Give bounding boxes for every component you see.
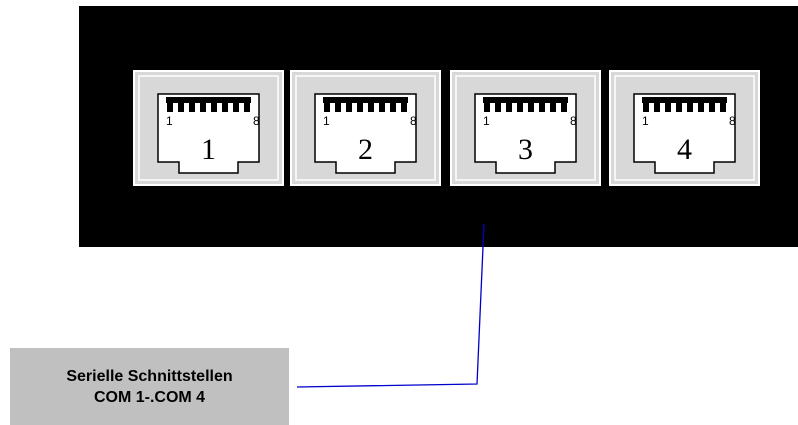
jack-socket — [474, 93, 577, 174]
contact-pin — [346, 103, 352, 112]
port-number: 2 — [358, 133, 373, 166]
contact-pin — [390, 103, 396, 112]
callout-label-box: Serielle Schnittstellen COM 1-.COM 4 — [10, 348, 289, 425]
port-outer-frame — [133, 70, 284, 186]
contact-pin — [222, 103, 228, 112]
contact-pin — [324, 103, 330, 112]
pin-label-first: 1 — [642, 114, 649, 128]
contact-pin — [676, 103, 682, 112]
contact-pin — [665, 103, 671, 112]
contact-pin — [189, 103, 195, 112]
rj45-port-outline — [133, 70, 284, 186]
rj45-port-outline — [450, 70, 601, 186]
port-number: 3 — [518, 133, 533, 166]
callout-label-line-1: Serielle Schnittstellen — [66, 367, 233, 385]
contact-pin — [720, 103, 726, 112]
contact-pin — [357, 103, 363, 112]
jack-socket — [314, 93, 417, 174]
jack-socket — [633, 93, 736, 174]
rj45-port-1: 1 8 1 — [133, 70, 284, 186]
contact-pin — [550, 103, 556, 112]
contact-pin — [528, 103, 534, 112]
port-number: 4 — [677, 133, 692, 166]
contact-pin — [539, 103, 545, 112]
port-inner-frame — [614, 75, 755, 181]
rj45-port-outline — [290, 70, 441, 186]
jack-socket — [157, 93, 260, 174]
pin-label-last: 8 — [729, 114, 736, 128]
contact-bar — [642, 97, 727, 103]
contact-pin — [379, 103, 385, 112]
contact-pin — [335, 103, 341, 112]
contact-pin — [368, 103, 374, 112]
port-inner-frame — [295, 75, 436, 181]
contact-pin — [561, 103, 567, 112]
port-inner-frame — [138, 75, 279, 181]
contact-pin — [506, 103, 512, 112]
rj45-port-outline — [609, 70, 760, 186]
contact-pin — [244, 103, 250, 112]
pin-label-last: 8 — [253, 114, 260, 128]
rj45-port-3: 1 8 3 — [450, 70, 601, 186]
contact-pin — [709, 103, 715, 112]
pin-label-first: 1 — [166, 114, 173, 128]
pin-label-last: 8 — [410, 114, 417, 128]
contact-pin — [517, 103, 523, 112]
contact-bar — [323, 97, 408, 103]
contact-pin — [484, 103, 490, 112]
pin-label-first: 1 — [323, 114, 330, 128]
port-outer-frame — [290, 70, 441, 186]
rj45-port-4: 1 8 4 — [609, 70, 760, 186]
contact-bar — [166, 97, 251, 103]
contact-pin — [687, 103, 693, 112]
contact-pin — [654, 103, 660, 112]
contact-pin — [643, 103, 649, 112]
contact-bar — [483, 97, 568, 103]
pin-label-first: 1 — [483, 114, 490, 128]
contact-pin — [233, 103, 239, 112]
contact-pin — [211, 103, 217, 112]
contact-pin — [495, 103, 501, 112]
callout-label-line-2: COM 1-.COM 4 — [93, 388, 206, 406]
port-outer-frame — [609, 70, 760, 186]
contact-pin — [178, 103, 184, 112]
pin-label-last: 8 — [570, 114, 577, 128]
port-outer-frame — [450, 70, 601, 186]
contact-pin — [200, 103, 206, 112]
rj45-port-2: 1 8 2 — [290, 70, 441, 186]
port-number: 1 — [201, 133, 216, 166]
contact-pin — [698, 103, 704, 112]
contact-pin — [401, 103, 407, 112]
port-inner-frame — [455, 75, 596, 181]
callout-line — [296, 223, 485, 388]
contact-pin — [167, 103, 173, 112]
